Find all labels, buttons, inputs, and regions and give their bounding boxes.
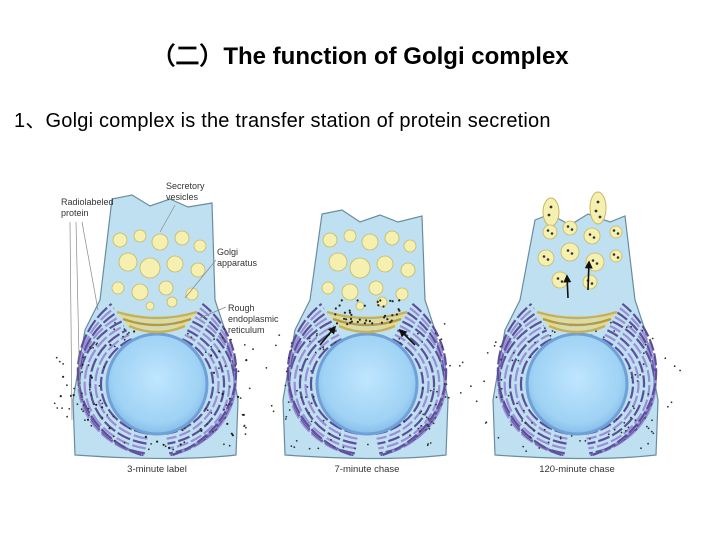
caption-120-minute: 120-minute chase — [539, 464, 615, 475]
transport-arrows — [563, 260, 593, 299]
golgi-apparatus — [116, 310, 198, 334]
cell-3-minute — [53, 194, 254, 460]
label-golgi-apparatus: Golgi apparatus — [217, 247, 258, 268]
label-radiolabeled: Radiolabeled protein — [61, 197, 116, 218]
label-leaders — [69, 204, 227, 421]
cell-7-minute — [265, 209, 472, 460]
golgi-apparatus — [536, 310, 618, 334]
secreted-granules — [542, 191, 607, 227]
slide-subtitle: 1、Golgi complex is the transfer station … — [14, 110, 551, 132]
rough-er — [265, 302, 472, 457]
rough-er — [53, 302, 254, 457]
secretory-granules — [537, 220, 623, 290]
transport-arrows — [319, 325, 416, 346]
nucleus — [315, 332, 419, 436]
label-secretory-vesicles: Secretory vesicles — [166, 181, 207, 202]
nucleus — [525, 332, 629, 436]
caption-3-minute: 3-minute label — [127, 464, 187, 475]
slide-title: （二）The function of Golgi complex — [151, 43, 569, 70]
caption-7-minute: 7-minute chase — [335, 464, 400, 475]
radiolabel-dots — [334, 299, 401, 326]
nucleus — [105, 332, 209, 436]
cell-120-minute — [475, 191, 681, 460]
vesicles — [111, 229, 207, 311]
rough-er — [475, 302, 681, 457]
vesicles — [321, 229, 417, 311]
label-rough-er: Rough endoplasmic reticulum — [228, 303, 281, 335]
